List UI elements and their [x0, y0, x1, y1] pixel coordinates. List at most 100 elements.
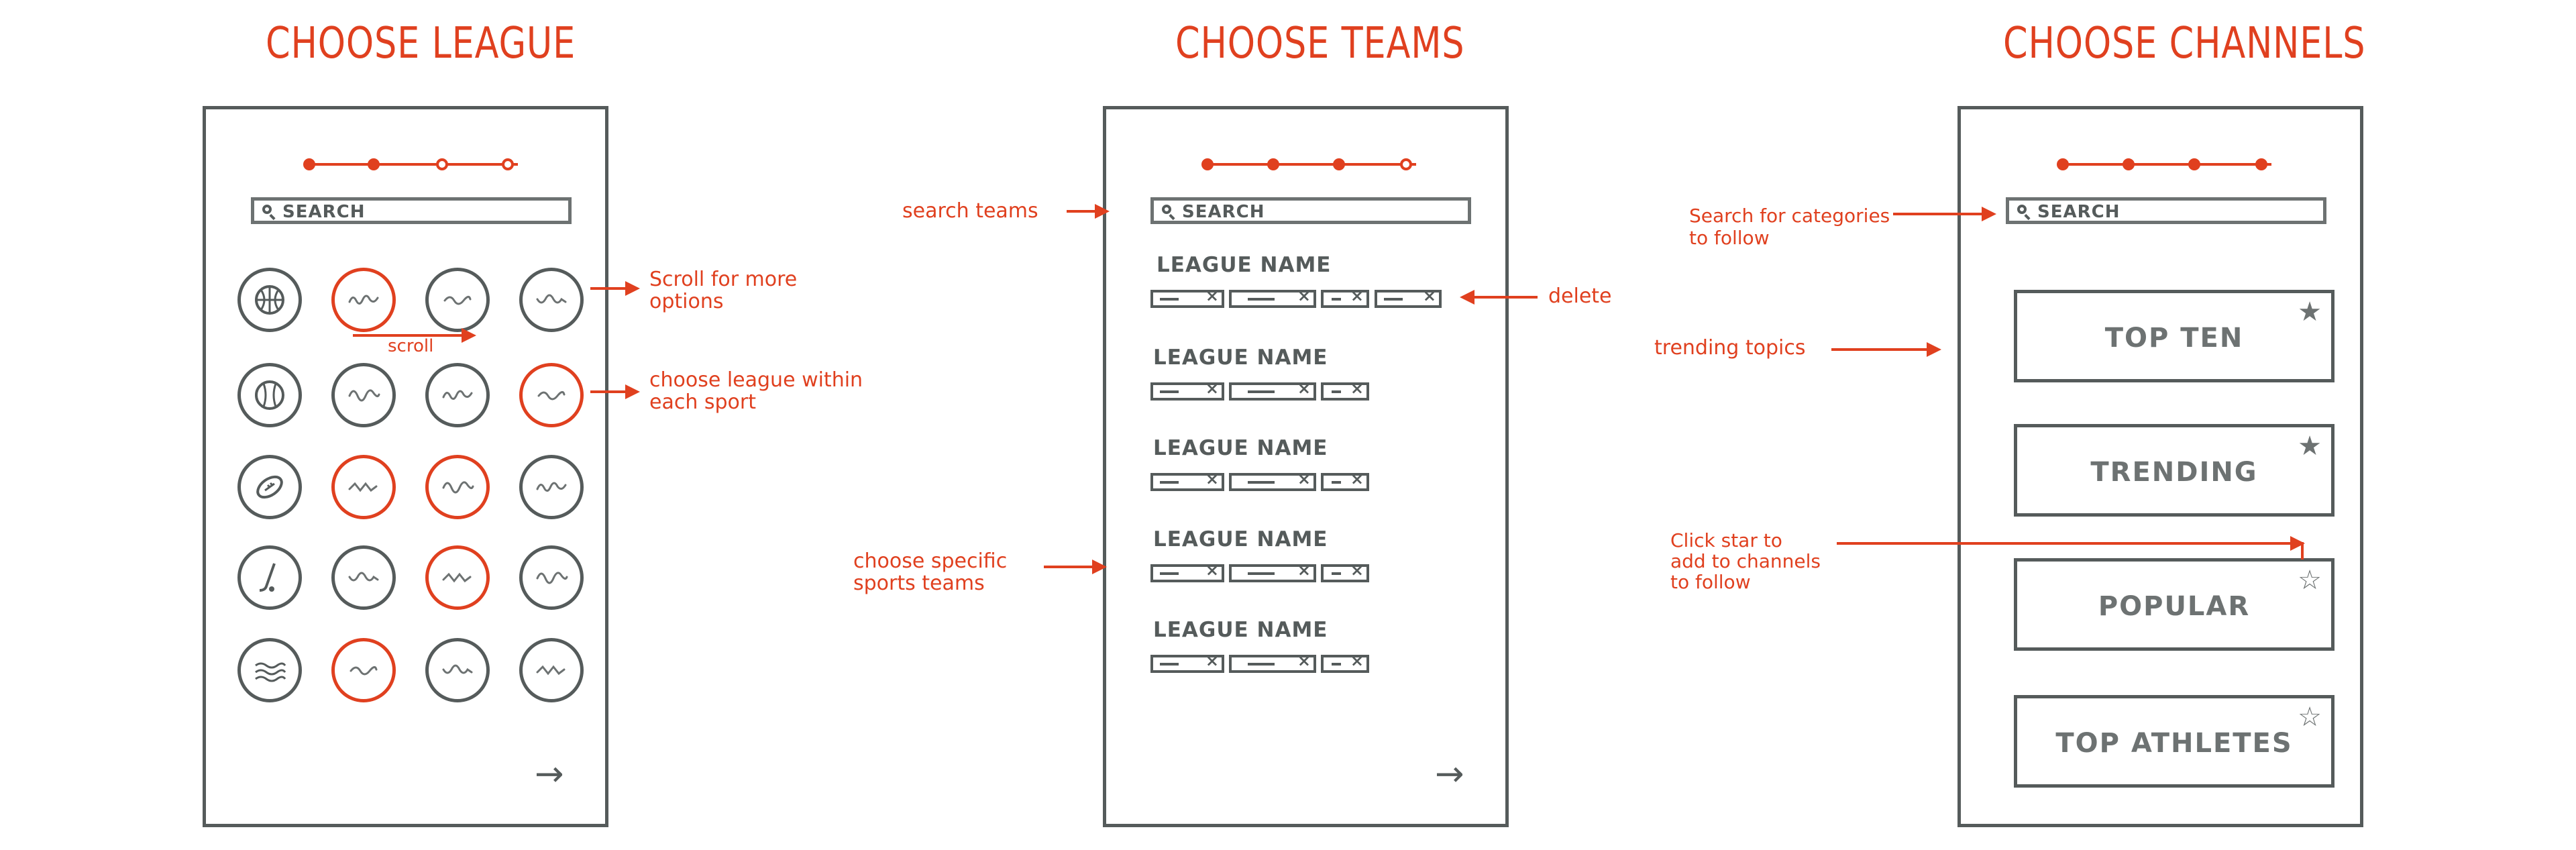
team-chip[interactable]: [1321, 286, 1369, 308]
league-option-selected[interactable]: [331, 455, 396, 519]
league-option[interactable]: [425, 268, 490, 332]
channel-card[interactable]: TRENDING ★: [2014, 424, 2334, 517]
league-logo-icon: [348, 572, 379, 582]
league-logo-icon: [442, 572, 472, 583]
annotation-choose-league: choose league within each sport: [649, 368, 863, 414]
star-icon[interactable]: ★: [2298, 431, 2322, 462]
search-placeholder: SEARCH: [2037, 202, 2121, 222]
baseball-icon: [255, 380, 284, 410]
team-chip[interactable]: [1150, 286, 1224, 308]
search-input[interactable]: SEARCH: [1150, 197, 1471, 224]
next-arrow-button[interactable]: →: [535, 754, 564, 794]
league-option[interactable]: [519, 545, 584, 610]
league-logo-icon: [350, 666, 378, 676]
league-option[interactable]: [331, 545, 396, 610]
basketball-icon[interactable]: [237, 268, 302, 332]
league-option-selected[interactable]: [425, 545, 490, 610]
channel-label: POPULAR: [2098, 591, 2251, 622]
arrow-trending-topics: [1831, 342, 1941, 357]
arrow-delete: [1460, 290, 1538, 305]
league-option[interactable]: [425, 638, 490, 702]
league-option[interactable]: [425, 363, 490, 427]
channel-card[interactable]: TOP TEN ★: [2014, 290, 2334, 382]
league-logo-icon: [536, 482, 567, 492]
channel-card[interactable]: POPULAR ☆: [2014, 558, 2334, 651]
progress-step-1: [2057, 158, 2069, 170]
annotation-delete: delete: [1548, 284, 1612, 308]
hockey-icon[interactable]: [237, 545, 302, 610]
baseball-icon[interactable]: [237, 363, 302, 427]
league-option[interactable]: [519, 268, 584, 332]
arrow-scroll-more: [590, 281, 640, 296]
search-icon: [1162, 205, 1171, 214]
star-icon[interactable]: ☆: [2298, 565, 2322, 596]
progress-step-4: [502, 158, 514, 170]
league-option-selected[interactable]: [519, 363, 584, 427]
arrow-search-teams: [1067, 204, 1110, 219]
league-logo-icon: [348, 482, 378, 492]
team-chip[interactable]: [1321, 651, 1369, 673]
team-chip[interactable]: [1229, 561, 1316, 582]
league-name-heading: LEAGUE NAME: [1153, 527, 1328, 551]
progress-step-2: [2123, 158, 2135, 170]
search-placeholder: SEARCH: [282, 202, 366, 222]
league-option-selected[interactable]: [425, 455, 490, 519]
channel-card[interactable]: TOP ATHLETES☆: [2014, 695, 2334, 788]
team-chip[interactable]: [1150, 379, 1224, 401]
hockey-icon: [259, 563, 276, 592]
progress-step-1: [1201, 158, 1214, 170]
arrow-click-star: [1837, 536, 2305, 551]
league-option[interactable]: [331, 363, 396, 427]
team-chip[interactable]: [1229, 286, 1316, 308]
search-input[interactable]: SEARCH: [251, 197, 572, 224]
team-chip[interactable]: [1150, 470, 1224, 491]
phone-choose-teams: SEARCH LEAGUE NAME LEAGUE NAME LEAGUE NAME…: [1103, 106, 1509, 827]
league-logo-icon: [537, 391, 566, 401]
league-logo-icon: [536, 294, 567, 304]
channel-label: TRENDING: [2090, 457, 2258, 488]
league-option[interactable]: [519, 455, 584, 519]
team-chip[interactable]: [1229, 651, 1316, 673]
arrow-choose-teams: [1044, 560, 1107, 574]
channel-label: TOP ATHLETES: [2055, 728, 2293, 759]
progress-step-4: [1400, 158, 1412, 170]
progress-step-2: [1267, 158, 1279, 170]
search-input[interactable]: SEARCH: [2006, 197, 2326, 224]
generic-sport-icon[interactable]: [237, 638, 302, 702]
league-option-selected[interactable]: [331, 268, 396, 332]
team-chip[interactable]: [1375, 286, 1442, 308]
annotation-choose-teams: choose specific sports teams: [853, 549, 1008, 595]
next-arrow-button[interactable]: →: [1435, 754, 1464, 794]
league-name-heading: LEAGUE NAME: [1153, 436, 1328, 460]
progress-step-3: [436, 158, 448, 170]
arrow-search-categories: [1893, 207, 1996, 221]
team-chip[interactable]: [1150, 561, 1224, 582]
annotation-click-star: Click star to add to channels to follow: [1670, 529, 1821, 593]
generic-sport-icon: [255, 662, 286, 682]
phone-choose-league: SEARCH →: [203, 106, 608, 827]
team-chip[interactable]: [1229, 379, 1316, 401]
team-chip[interactable]: [1229, 470, 1316, 491]
annotation-scroll: scroll: [388, 336, 434, 356]
team-chip[interactable]: [1321, 470, 1369, 491]
annotation-scroll-more: Scroll for more options: [649, 268, 798, 313]
team-chip[interactable]: [1321, 379, 1369, 401]
title-choose-channels: CHOOSE CHANNELS: [2003, 19, 2366, 68]
team-chip[interactable]: [1150, 651, 1224, 673]
league-option-selected[interactable]: [331, 638, 396, 702]
league-logo-icon: [348, 295, 379, 305]
arrow-scroll: [353, 328, 476, 343]
annotation-search-categories: Search for categories to follow: [1689, 205, 1890, 249]
star-icon[interactable]: ☆: [2298, 702, 2322, 733]
football-icon[interactable]: [237, 455, 302, 519]
league-name-heading: LEAGUE NAME: [1153, 346, 1328, 370]
team-chip[interactable]: [1321, 561, 1369, 582]
basketball-icon: [255, 285, 284, 315]
star-icon[interactable]: ★: [2298, 297, 2322, 327]
channel-label: TOP TEN: [2104, 323, 2244, 354]
league-option[interactable]: [519, 638, 584, 702]
football-icon: [256, 475, 283, 499]
league-logo-icon: [443, 296, 472, 305]
arrow-choose-league: [590, 384, 640, 399]
title-choose-teams: CHOOSE TEAMS: [1175, 19, 1465, 68]
